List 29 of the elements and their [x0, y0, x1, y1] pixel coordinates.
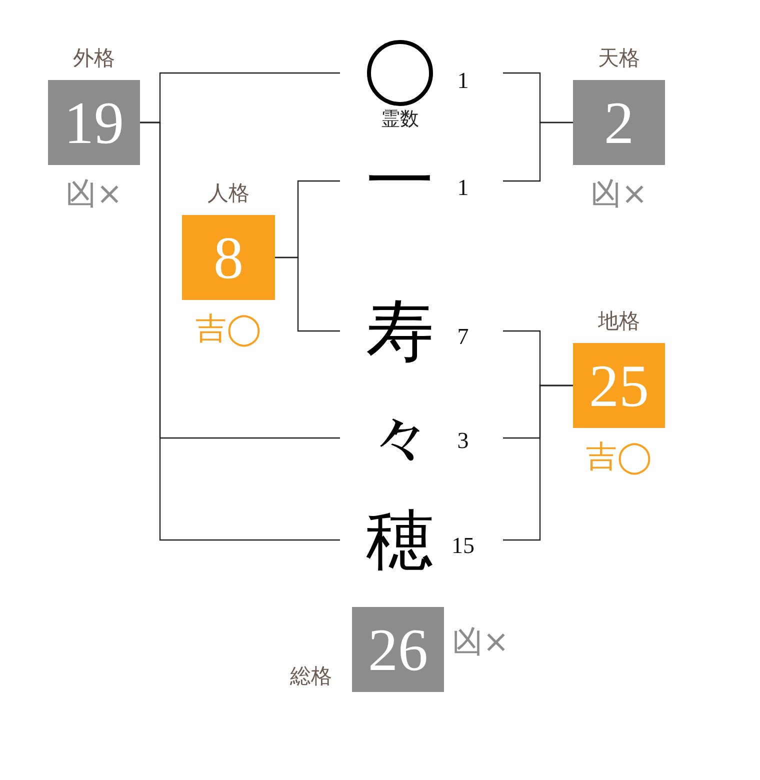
score-tile: 8	[182, 215, 275, 300]
bracket-line	[503, 384, 573, 541]
kanji-character: 一	[366, 147, 434, 215]
kanji-character: 寿	[366, 297, 434, 365]
score-tile: 19	[48, 80, 140, 165]
category-heading: 総格	[290, 666, 332, 687]
bracket-line	[503, 122, 573, 182]
bracket-line	[140, 122, 340, 541]
score-tile: 2	[573, 80, 665, 165]
verdict-label: 吉◯	[196, 314, 262, 345]
bracket-line	[275, 256, 340, 332]
score-tile: 26	[352, 607, 444, 692]
category-heading: 人格	[208, 183, 250, 204]
verdict-label: 凶×	[66, 179, 122, 210]
caption-label: 霊数	[381, 110, 419, 129]
verdict-label: 吉◯	[586, 442, 652, 473]
verdict-label: 凶×	[452, 627, 509, 658]
verdict-label: 凶×	[590, 179, 648, 210]
category-heading: 外格	[73, 48, 115, 69]
score-tile: 25	[573, 343, 665, 428]
kanji-character: 穂	[366, 506, 434, 574]
stroke-count: 1	[457, 176, 469, 199]
stroke-count: 15	[452, 534, 474, 557]
stroke-count: 7	[457, 325, 469, 348]
category-heading: 地格	[598, 311, 640, 332]
category-heading: 天格	[598, 48, 640, 69]
kanji-character: 々	[366, 404, 434, 472]
stroke-count: 3	[457, 429, 469, 452]
stroke-count: 1	[457, 69, 469, 92]
